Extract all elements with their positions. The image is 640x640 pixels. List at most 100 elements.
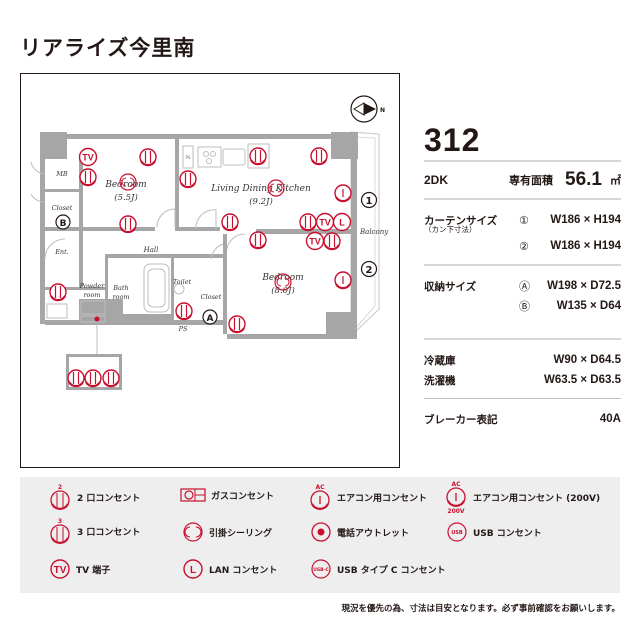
- svg-text:A: A: [207, 314, 214, 324]
- fixtures: [30, 143, 270, 323]
- divider: [424, 160, 621, 162]
- powder-room-label-2: room: [83, 291, 100, 299]
- breaker-label: ブレーカー表記: [424, 413, 498, 426]
- ldk-size: (9.2J): [249, 196, 273, 207]
- breaker-section: ブレーカー表記 40A: [424, 399, 621, 437]
- curtain-sublabel: （カン下寸法）: [424, 225, 477, 234]
- storage-mark-b: Ⓑ: [519, 300, 530, 313]
- area-label: 専有面積: [509, 174, 554, 187]
- divider: [424, 198, 621, 200]
- legend-item-usb: USB USB コンセント: [446, 521, 542, 543]
- floor-plan: TV L N Balcony: [20, 73, 400, 468]
- svg-text:200V: 200V: [447, 508, 465, 515]
- svg-text:USB-C: USB-C: [313, 567, 329, 573]
- storage-label: 収納サイズ: [424, 280, 477, 293]
- legend-item-ceiling: 引掛シーリング: [182, 521, 272, 543]
- divider: [424, 338, 621, 340]
- phone-outlet-icon: [311, 522, 331, 542]
- storage-a-marker: A: [202, 309, 218, 325]
- svg-text:TV: TV: [54, 565, 67, 576]
- storage-mark-a: Ⓐ: [519, 280, 530, 293]
- svg-text:2: 2: [58, 484, 62, 491]
- layout-area-row: 2DK 専有面積 56.1 ㎡: [424, 162, 621, 198]
- compass-north-icon: N: [350, 95, 385, 123]
- phone-outlet-icon: [94, 316, 100, 322]
- legend-item-phone: 電話アウトレット: [310, 521, 409, 543]
- outlet-markers: [48, 146, 353, 334]
- appliance-section: 冷蔵庫 W90 × D64.5 洗濯機 W63.5 × D63.5: [424, 340, 621, 398]
- entrance-label: Ent.: [54, 248, 69, 256]
- lan-outlet-icon: L: [183, 559, 203, 579]
- curtain-value-2: W186 × H194: [550, 240, 621, 252]
- divider: [424, 398, 621, 399]
- curtain-mark-1: ①: [519, 213, 529, 227]
- legend-item-usb-c: USB-C USB タイプ C コンセント: [310, 558, 446, 580]
- curtain-mark-2: ②: [519, 239, 529, 253]
- powder-room-label-1: Powder: [79, 282, 106, 290]
- balcony-label: Balcony: [359, 228, 389, 236]
- bath-room-label-1: Bath: [112, 284, 128, 292]
- legend-item-outlet-2: 2 2 口コンセント: [48, 483, 140, 511]
- svg-text:AC: AC: [315, 484, 325, 491]
- breaker-value: 40A: [599, 413, 621, 425]
- fridge-label: 冷蔵庫: [424, 354, 456, 367]
- property-title: リアライズ今里南: [20, 36, 196, 60]
- svg-text:2: 2: [366, 265, 373, 276]
- legend-item-gas: ガスコンセント: [180, 487, 274, 503]
- usb-outlet-icon: USB: [447, 522, 467, 542]
- svg-text:1: 1: [366, 196, 373, 207]
- storage-value-a: W198 × D72.5: [547, 280, 621, 292]
- washer-area: [66, 324, 122, 390]
- bath-room-label-2: room: [112, 293, 129, 301]
- walls: [40, 132, 358, 339]
- outlet-2-icon: 2: [50, 484, 70, 510]
- usb-c-outlet-icon: USB-C: [311, 559, 331, 579]
- legend-item-ac: AC エアコン用コンセント: [308, 483, 427, 511]
- area-value: 56.1: [565, 169, 602, 190]
- washer-value: W63.5 × D63.5: [543, 374, 621, 386]
- tv-terminal-icon: TV: [50, 559, 70, 579]
- ac-outlet-icon: AC: [310, 484, 330, 510]
- closet-b-label: Closet: [52, 204, 73, 212]
- unit-number: 312: [424, 122, 481, 158]
- disclaimer-note: 現況を優先の為、寸法は目安となります。必ず事前確認をお願いします。: [341, 604, 620, 614]
- svg-text:N: N: [380, 107, 385, 114]
- ceiling-hook-icon: [183, 522, 203, 542]
- area-unit: ㎡: [610, 174, 621, 187]
- ps-label: PS: [178, 325, 188, 333]
- curtain-label: カーテンサイズ: [424, 214, 498, 227]
- svg-text:L: L: [190, 565, 196, 576]
- mb-label: MB: [55, 170, 68, 178]
- ldk-label: Living Dining Kitchen: [210, 184, 311, 194]
- storage-size-section: 収納サイズ Ⓐ W198 × D72.5 Ⓑ W135 × D64: [424, 266, 621, 338]
- bedroom1-size: (5.5J): [114, 192, 138, 203]
- curtain-size-section: カーテンサイズ ① W186 × H194 （カン下寸法） ② W186 × H…: [424, 200, 621, 264]
- gas-outlet-icon: [180, 488, 206, 502]
- curtain-value-1: W186 × H194: [550, 214, 621, 226]
- storage-b-marker: B: [55, 214, 71, 230]
- toilet-label: Toilet: [173, 278, 192, 286]
- hall-label: Hall: [143, 246, 159, 254]
- ac-outlet-200v-icon: AC 200V: [446, 481, 466, 515]
- bedroom1-label: Bedroom: [104, 180, 146, 190]
- closet-a-label: Closet: [201, 293, 222, 301]
- fridge-value: W90 × D64.5: [553, 354, 621, 366]
- svg-text:AC: AC: [451, 481, 461, 488]
- divider: [424, 264, 621, 266]
- washer-label: 洗濯機: [424, 374, 456, 387]
- legend-item-outlet-3: 3 3 口コンセント: [48, 517, 140, 545]
- window-1-marker: 1: [360, 191, 378, 209]
- layout-type: 2DK: [424, 173, 449, 187]
- ps-small-label: PS: [186, 155, 191, 160]
- svg-text:B: B: [60, 219, 67, 229]
- window-2-marker: 2: [360, 260, 378, 278]
- legend-item-lan: L LAN コンセント: [182, 558, 277, 580]
- svg-text:3: 3: [58, 518, 62, 525]
- legend-item-tv: TV TV 端子: [49, 558, 110, 580]
- spec-panel: 312 2DK 専有面積 56.1 ㎡ カーテンサイズ ① W186 × H19…: [424, 120, 621, 437]
- svg-text:USB: USB: [451, 530, 463, 536]
- storage-value-b: W135 × D64: [556, 300, 621, 312]
- bedroom2-label: Bedroom: [261, 273, 303, 283]
